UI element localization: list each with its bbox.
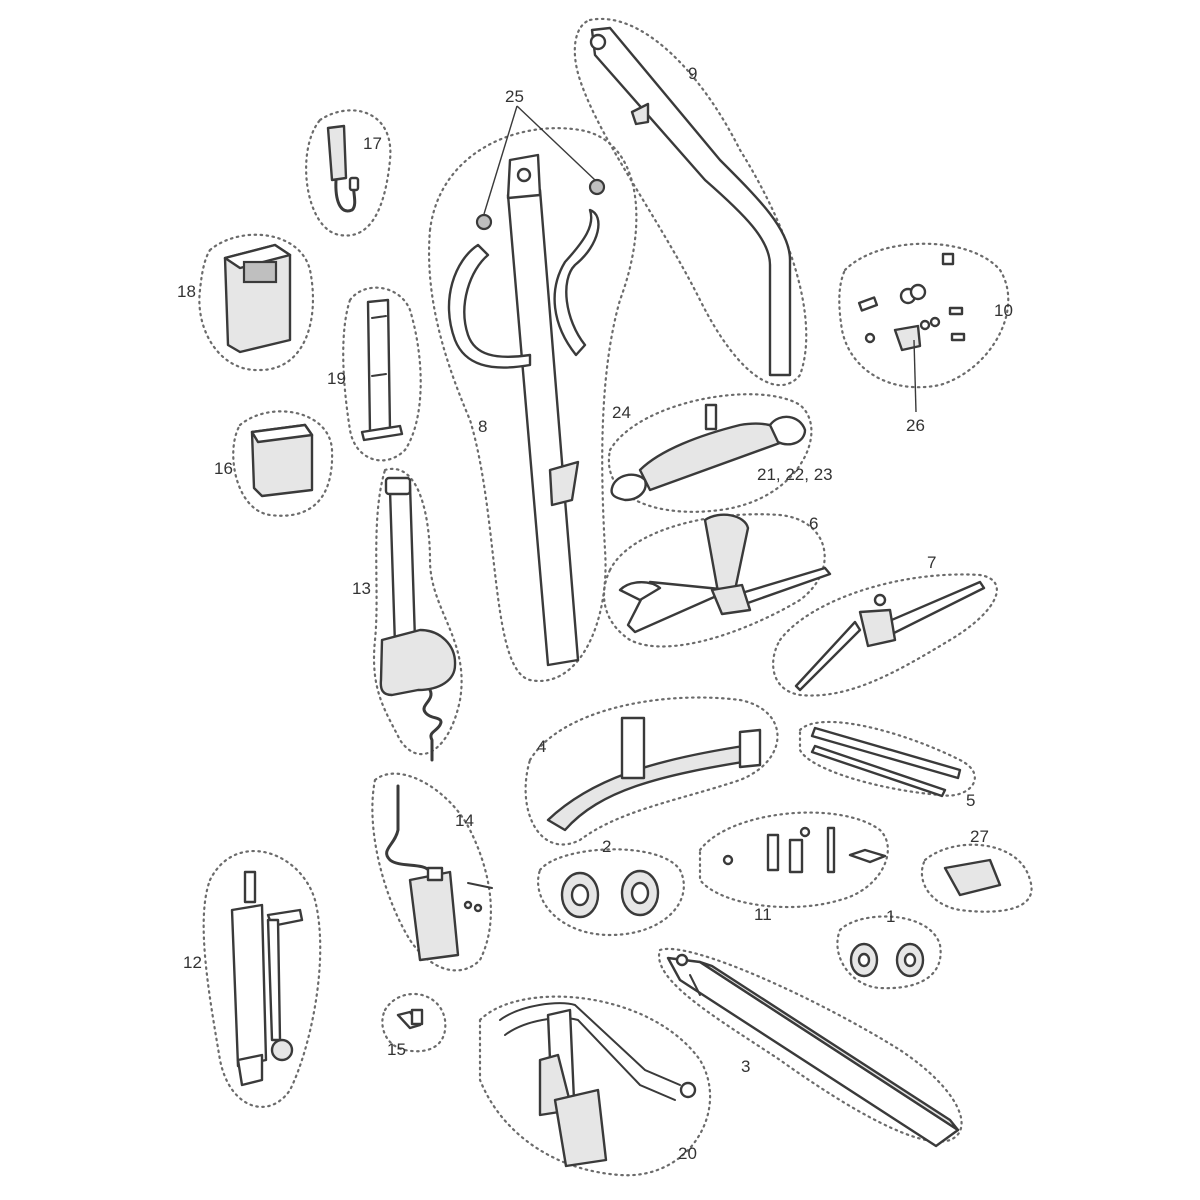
part-17-hand-control bbox=[305, 109, 392, 237]
part-numbers: 1 2 3 4 5 6 7 8 9 10 11 12 13 14 15 16 1… bbox=[177, 64, 1013, 1163]
label-6: 6 bbox=[809, 514, 818, 533]
part-27-clip bbox=[920, 843, 1033, 913]
label-10: 10 bbox=[994, 301, 1013, 320]
part-8-mast bbox=[427, 127, 638, 683]
label-17: 17 bbox=[363, 134, 382, 153]
label-27: 27 bbox=[970, 827, 989, 846]
part-18-charger bbox=[198, 233, 314, 372]
label-25: 25 bbox=[505, 87, 524, 106]
label-16: 16 bbox=[214, 459, 233, 478]
label-13: 13 bbox=[352, 579, 371, 598]
label-24: 24 bbox=[612, 403, 631, 422]
label-3: 3 bbox=[741, 1057, 750, 1076]
part-9-boom bbox=[573, 17, 808, 387]
part-2-casters bbox=[537, 848, 685, 937]
part-6-base bbox=[602, 513, 832, 648]
part-4-crossbar bbox=[524, 696, 779, 846]
part-7-base bbox=[772, 573, 998, 697]
label-19: 19 bbox=[327, 369, 346, 388]
part-5-legs bbox=[798, 720, 976, 798]
label-26: 26 bbox=[906, 416, 925, 435]
part-16-battery bbox=[232, 410, 334, 517]
label-14: 14 bbox=[455, 811, 474, 830]
label-2: 2 bbox=[602, 837, 611, 856]
label-18: 18 bbox=[177, 282, 196, 301]
label-8: 8 bbox=[478, 417, 487, 436]
part-11-hardware bbox=[698, 811, 889, 909]
label-21-22-23: 21, 22, 23 bbox=[757, 465, 833, 484]
part-25-caps bbox=[475, 105, 606, 231]
label-20: 20 bbox=[678, 1144, 697, 1163]
part-10-fastener-kit bbox=[838, 242, 1010, 413]
part-21-24-spreader-bar bbox=[607, 393, 813, 513]
label-11: 11 bbox=[754, 905, 772, 924]
part-3-long-leg bbox=[657, 947, 963, 1148]
label-1: 1 bbox=[886, 907, 895, 926]
part-14-pump bbox=[371, 772, 493, 972]
part-12-hydraulic-pump bbox=[202, 850, 322, 1108]
part-19-bracket bbox=[342, 286, 422, 462]
label-15: 15 bbox=[387, 1040, 406, 1059]
part-15-screws bbox=[381, 992, 447, 1053]
label-12: 12 bbox=[183, 953, 202, 972]
label-9: 9 bbox=[688, 64, 697, 83]
label-4: 4 bbox=[537, 737, 546, 756]
label-5: 5 bbox=[966, 791, 975, 810]
label-7: 7 bbox=[927, 553, 936, 572]
part-13-actuator bbox=[373, 467, 463, 762]
part-1-wheels bbox=[836, 915, 942, 990]
part-20-foot-pump bbox=[478, 995, 712, 1177]
